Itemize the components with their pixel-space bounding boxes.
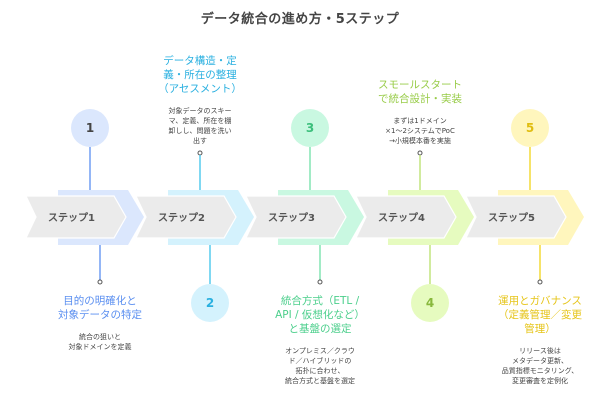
step-description: 対象データのスキーマ、定義、所在を棚卸しし、問題を洗い出す bbox=[168, 107, 232, 145]
step-number-circle bbox=[411, 284, 449, 322]
step-chevron bbox=[25, 195, 127, 239]
connector-dot bbox=[97, 279, 103, 285]
step-chevron bbox=[355, 195, 457, 239]
step-label: ステップ3 bbox=[268, 211, 315, 224]
step-chevron bbox=[135, 195, 237, 239]
step-number: 3 bbox=[306, 121, 314, 135]
step-heading: データ構造・定義・所在の整理（アセスメント） bbox=[158, 55, 242, 95]
step-label: ステップ2 bbox=[158, 211, 205, 224]
step-4-text: スモールスタートで統合設計・実装まずは1ドメイン×1〜2システムでPoC→小規模… bbox=[365, 78, 475, 146]
connector-dot bbox=[197, 150, 203, 156]
step-heading: 運用とガバナンス（定義管理／変更管理） bbox=[498, 295, 582, 335]
step-label: ステップ1 bbox=[48, 211, 95, 224]
step-heading: スモールスタートで統合設計・実装 bbox=[378, 79, 462, 105]
step-number: 5 bbox=[526, 121, 534, 135]
step-description: 統合の狙いと対象ドメインを定義 bbox=[68, 333, 132, 351]
step-number-circle bbox=[291, 109, 329, 147]
diagram-title: データ統合の進め方・5ステップ bbox=[200, 12, 400, 27]
step-number: 1 bbox=[86, 121, 94, 135]
connector-dot bbox=[537, 279, 543, 285]
step-number-circle bbox=[191, 284, 229, 322]
step-description: オンプレミス／クラウド／ハイブリッドの拓扑に合わせ、統合方式と基盤を選定 bbox=[285, 347, 355, 385]
step-description: まずは1ドメイン×1〜2システムでPoC→小規模本番を実施 bbox=[385, 117, 455, 145]
step-chevron bbox=[245, 195, 347, 239]
step-number-circle bbox=[71, 109, 109, 147]
connector-dot bbox=[417, 150, 423, 156]
step-number-circle bbox=[511, 109, 549, 147]
step-description: リリース後はメタデータ更新、品質指標モニタリング、変更審査を定例化 bbox=[501, 347, 579, 385]
step-5-text: 運用とガバナンス（定義管理／変更管理） リリース後はメタデータ更新、品質指標モニタ… bbox=[485, 294, 595, 386]
step-number: 2 bbox=[206, 296, 214, 310]
connector-dot bbox=[317, 279, 323, 285]
step-label: ステップ4 bbox=[378, 211, 425, 224]
step-number: 4 bbox=[426, 296, 434, 310]
step-2-text: データ構造・定義・所在の整理（アセスメント） 対象データのスキーマ、定義、所在を棚… bbox=[145, 54, 255, 146]
step-label: ステップ5 bbox=[488, 211, 535, 224]
step-3-text: 統合方式（ETL /API / 仮想化など）と基盤の選定オンプレミス／クラウド／… bbox=[265, 294, 375, 386]
step-heading: 目的の明確化と対象データの特定 bbox=[58, 295, 142, 321]
step-heading: 統合方式（ETL /API / 仮想化など）と基盤の選定 bbox=[275, 295, 365, 335]
step-1-text: 目的の明確化と対象データの特定統合の狙いと対象ドメインを定義 bbox=[45, 294, 155, 352]
step-chevron bbox=[465, 195, 567, 239]
